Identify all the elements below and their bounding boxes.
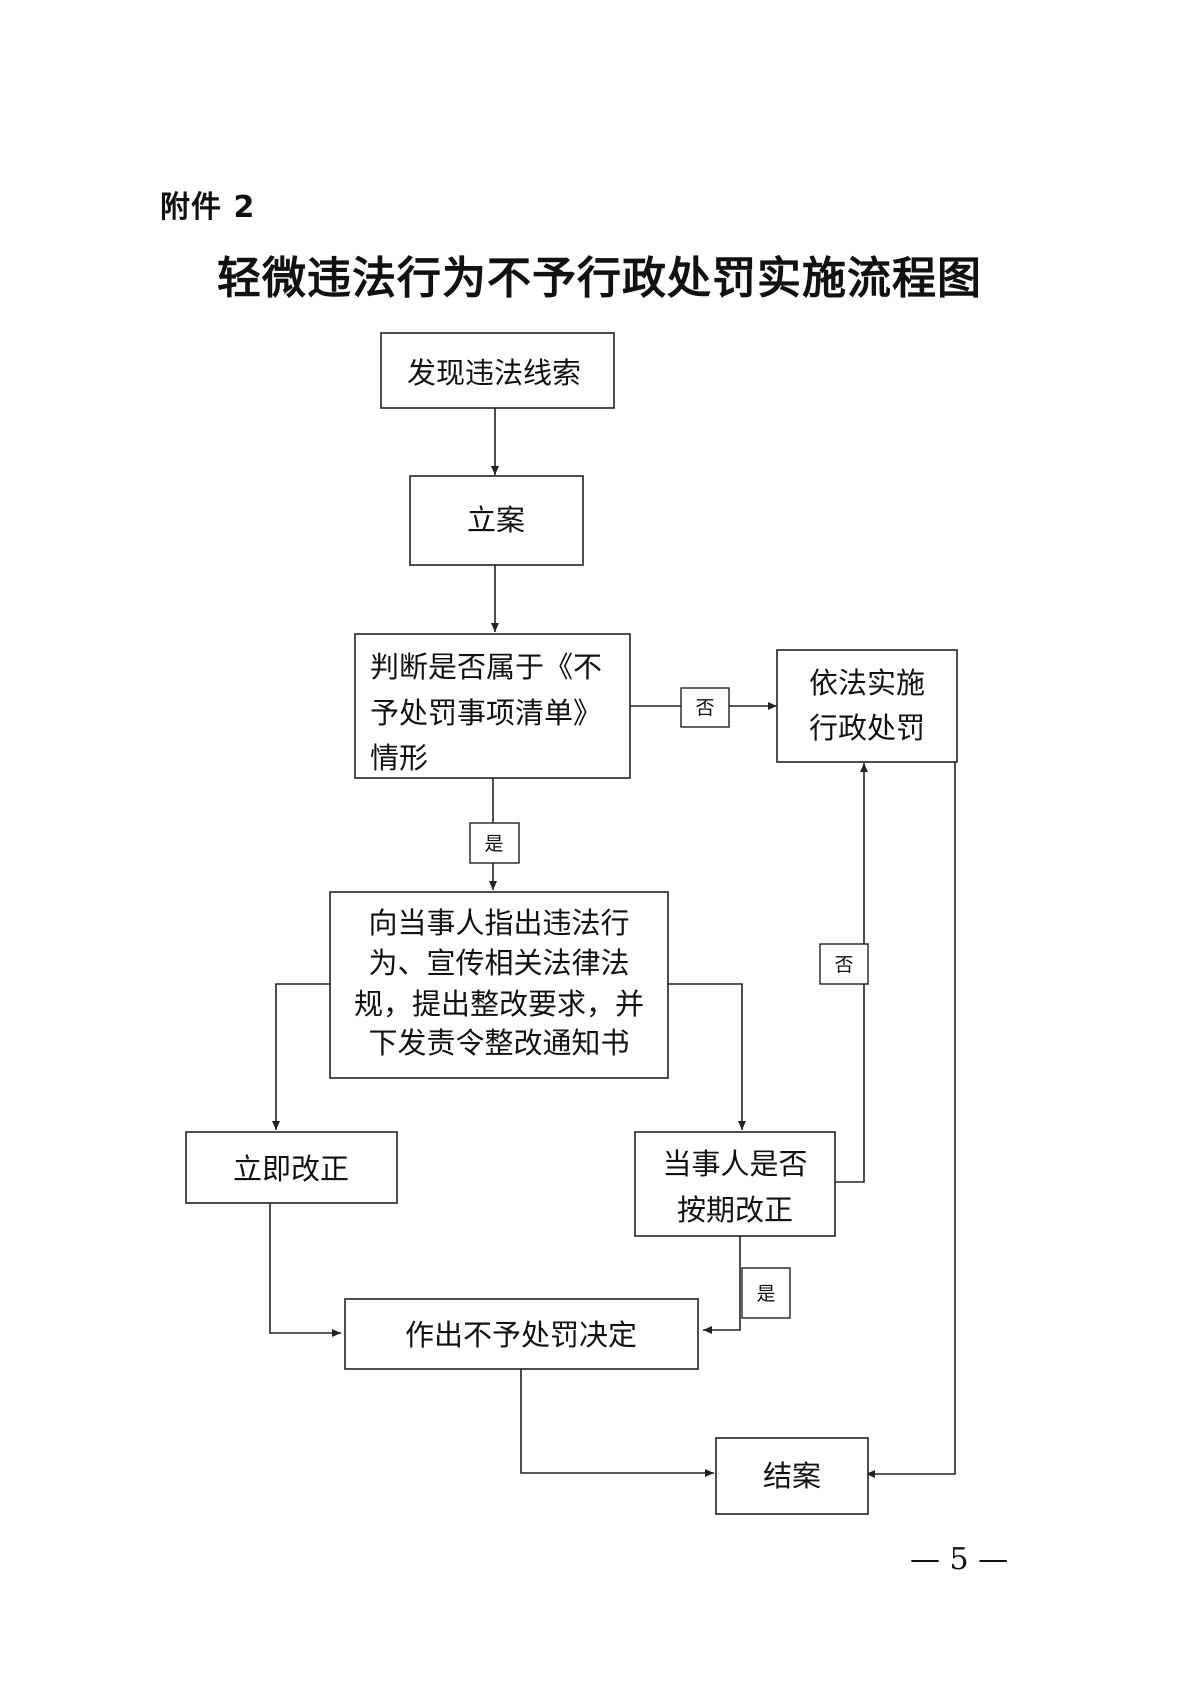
node-ontime-line-1: 当事人是否 (662, 1147, 807, 1181)
arrow-ontime-decision (703, 1236, 741, 1334)
node-immediate: 立即改正 (185, 1131, 398, 1204)
attachment-label: 附件 2 (160, 190, 256, 225)
arrow-immediate-decision (269, 1203, 341, 1337)
node-judge-line-1: 判断是否属于《不 (370, 650, 602, 684)
node-discover-text: 发现违法线索 (407, 356, 581, 390)
page-title: 轻微违法行为不予行政处罚实施流程图 (217, 253, 982, 304)
node-decision: 作出不予处罚决定 (344, 1298, 699, 1370)
tag-judge-yes: 是 (469, 822, 520, 864)
tag-judge-yes-text: 是 (484, 833, 503, 855)
connectors (269, 408, 956, 1478)
node-register-text: 立案 (467, 503, 525, 537)
node-register: 立案 (409, 475, 584, 566)
tag-ontime-no-text: 否 (834, 954, 853, 976)
node-close: 结案 (715, 1437, 869, 1515)
node-judge-line-3: 情形 (370, 741, 428, 775)
node-notify: 向当事人指出违法行 为、宣传相关法律法 规，提出整改要求，并 下发责令整改通知书 (329, 891, 669, 1079)
tag-judge-no: 否 (680, 687, 730, 728)
arrow-punish-close (866, 762, 956, 1478)
arrow-notify-ontime (668, 983, 746, 1130)
node-punish-line-2: 行政处罚 (809, 711, 925, 745)
tag-judge-no-text: 否 (695, 697, 714, 719)
node-ontime-line-2: 按期改正 (677, 1193, 793, 1227)
arrow-ontime-punish (833, 763, 868, 1183)
node-immediate-text: 立即改正 (233, 1152, 349, 1186)
node-judge-line-2: 予处罚事项清单》 (370, 696, 602, 730)
node-notify-line-2: 为、宣传相关法律法 (368, 946, 629, 980)
node-judge: 判断是否属于《不 予处罚事项清单》 情形 (354, 633, 631, 779)
node-discover: 发现违法线索 (380, 332, 615, 409)
node-notify-line-4: 下发责令整改通知书 (368, 1026, 629, 1060)
node-ontime: 当事人是否 按期改正 (634, 1131, 836, 1237)
arrow-notify-immediate (272, 983, 330, 1130)
node-notify-line-3: 规，提出整改要求，并 (354, 987, 644, 1021)
node-punish: 依法实施 行政处罚 (776, 649, 958, 763)
page-number: — 5 — (910, 1542, 1009, 1577)
node-notify-line-1: 向当事人指出违法行 (368, 906, 629, 940)
tag-ontime-yes: 是 (741, 1267, 791, 1319)
node-decision-text: 作出不予处罚决定 (405, 1318, 637, 1352)
tag-ontime-no: 否 (819, 943, 869, 985)
node-punish-line-1: 依法实施 (809, 666, 925, 700)
arrow-decision-close (520, 1369, 714, 1477)
node-close-text: 结案 (763, 1459, 821, 1493)
tag-ontime-yes-text: 是 (756, 1283, 775, 1305)
